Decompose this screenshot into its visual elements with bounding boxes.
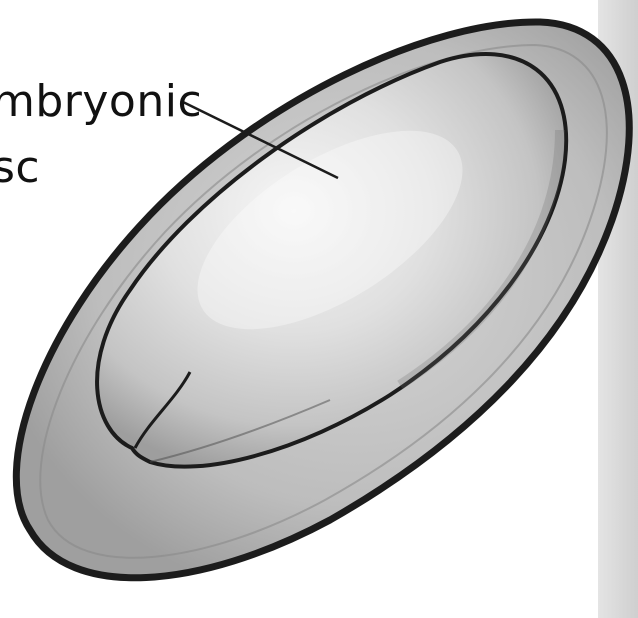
embryonic-disc-label-line2: sc <box>0 146 40 190</box>
embryonic-disc-label-line1: mbryonic <box>0 80 202 124</box>
